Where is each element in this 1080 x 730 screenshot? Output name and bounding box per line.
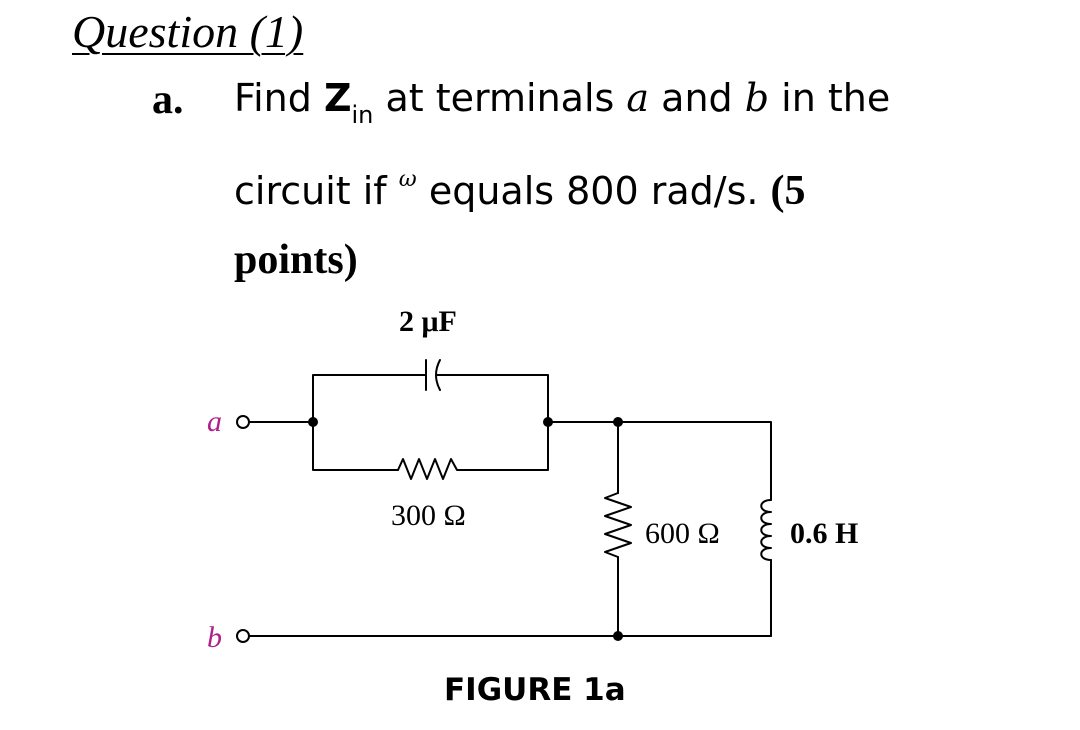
wire-capacitor-branch-right xyxy=(445,374,549,423)
q-points-open: (5 xyxy=(770,168,806,214)
q-terminal-a: a xyxy=(626,76,650,120)
terminal-b-label: b xyxy=(207,621,222,654)
wire-top-right xyxy=(547,421,772,501)
figure-caption: FIGURE 1a xyxy=(444,672,626,708)
q-terminal-b: b xyxy=(744,76,770,120)
q-z-symbol: Z xyxy=(323,76,352,120)
resistor-300-label: 300 Ω xyxy=(391,499,466,532)
q-find: Find xyxy=(234,76,312,120)
question-heading: Question (1) xyxy=(72,6,304,57)
inductor-symbol xyxy=(760,499,772,561)
q-and: and xyxy=(661,76,733,120)
q-equals: equals 800 rad/s. xyxy=(428,169,759,213)
junction-dot xyxy=(308,417,318,427)
q-in-the: in the xyxy=(781,76,891,120)
q-z-subscript: in xyxy=(351,101,374,129)
q-omega-symbol: ω xyxy=(398,167,417,192)
q-circuit-if: circuit if xyxy=(234,169,387,213)
junction-dot xyxy=(613,631,623,641)
terminal-a-label: a xyxy=(207,405,222,438)
resistor-300-symbol xyxy=(397,458,462,480)
question-line-3: points) xyxy=(234,237,358,283)
terminal-a-node xyxy=(236,415,250,429)
capacitor-label: 2 μF xyxy=(399,305,457,338)
terminal-b-node xyxy=(236,629,250,643)
wire-resistor1-branch-right xyxy=(460,421,549,471)
q-at-terminals: at terminals xyxy=(385,76,615,120)
resistor-600-label: 600 Ω xyxy=(645,517,720,550)
resistor-600-symbol xyxy=(604,492,632,558)
question-line-1: Find Zin at terminals a and b in the xyxy=(234,76,890,129)
junction-dot xyxy=(543,417,553,427)
question-line-2: circuit if ω equals 800 rad/s. (5 xyxy=(234,167,806,215)
junction-dot xyxy=(613,417,623,427)
inductor-label: 0.6 H xyxy=(790,517,858,550)
wire-capacitor-branch xyxy=(312,374,419,423)
part-marker: a. xyxy=(152,77,184,123)
wire-resistor1-branch xyxy=(312,421,399,471)
